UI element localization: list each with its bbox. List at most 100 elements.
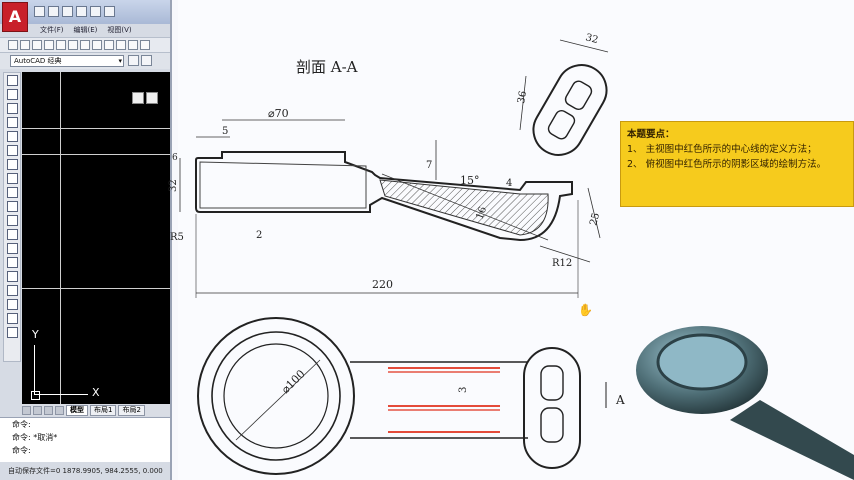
ellipse-icon[interactable] <box>7 201 18 212</box>
spline-icon[interactable] <box>7 187 18 198</box>
ucs-y-axis <box>34 345 35 395</box>
menu-view[interactable]: 视图(V) <box>107 26 132 34</box>
tab-nav-first[interactable] <box>22 405 31 415</box>
viewport-icon[interactable] <box>132 92 144 104</box>
menu-file[interactable]: 文件(F) <box>40 26 64 34</box>
save-icon[interactable] <box>62 6 73 17</box>
slot-hole-upper <box>564 80 593 111</box>
menu-edit[interactable]: 编辑(E) <box>73 26 98 34</box>
polyline-icon[interactable] <box>7 103 18 114</box>
grid-line <box>60 72 61 404</box>
open-icon[interactable] <box>20 40 30 50</box>
construction-line-icon[interactable] <box>7 89 18 100</box>
menu-bar: 文件(F) 编辑(E) 视图(V) <box>30 24 170 36</box>
dim-line-100 <box>235 359 321 441</box>
save-icon[interactable] <box>32 40 42 50</box>
gear-icon[interactable] <box>128 55 139 66</box>
section-title: 剖面 A-A <box>296 58 358 76</box>
section-outline <box>195 151 573 242</box>
publish-icon[interactable] <box>68 40 78 50</box>
cup-inner-wall <box>199 161 367 209</box>
dim-r12-label: R12 <box>552 258 572 269</box>
circle-icon[interactable] <box>7 159 18 170</box>
line-icon[interactable] <box>7 75 18 86</box>
open-icon[interactable] <box>48 6 59 17</box>
slot-end-hole-upper <box>540 365 564 401</box>
tab-nav-next[interactable] <box>44 405 53 415</box>
hatch-icon[interactable] <box>7 271 18 282</box>
render-arm <box>730 400 854 480</box>
dim-32-top-label: 32 <box>584 32 599 46</box>
copy-icon[interactable] <box>104 40 114 50</box>
print-icon[interactable] <box>44 40 54 50</box>
hatched-arm <box>379 179 549 236</box>
note-item: 1、 主视图中红色所示的中心线的定义方法； <box>627 144 817 155</box>
dim-25-label: 25 <box>588 212 602 227</box>
viewport-icon[interactable] <box>146 92 158 104</box>
mtext-icon[interactable] <box>7 327 18 338</box>
undo-icon[interactable] <box>140 40 150 50</box>
command-history-line: 命令: *取消* <box>12 433 58 442</box>
polygon-icon[interactable] <box>7 117 18 128</box>
ellipse-arc-icon[interactable] <box>7 215 18 226</box>
tab-layout2[interactable]: 布局2 <box>118 404 145 416</box>
print-icon[interactable] <box>104 6 115 17</box>
tab-nav-prev[interactable] <box>33 405 42 415</box>
dim-220-label: 220 <box>372 278 393 291</box>
redo-icon[interactable] <box>90 6 101 17</box>
grid-line <box>22 288 170 289</box>
rectangle-icon[interactable] <box>7 131 18 142</box>
dim-2-label: 2 <box>256 230 262 241</box>
dim-5-label: 5 <box>222 126 228 137</box>
dim-4-label: 4 <box>506 178 512 189</box>
command-input[interactable]: 命令: <box>12 446 31 455</box>
undo-icon[interactable] <box>76 6 87 17</box>
top-view-bore-circle <box>223 343 329 449</box>
draw-toolbar <box>3 72 21 362</box>
dim-3-label: 3 <box>458 387 469 393</box>
gradient-icon[interactable] <box>7 285 18 296</box>
status-bar: 自动保存文件=0 1878.9905, 984.2555, 0.000 <box>0 462 170 480</box>
dim-7-label: 7 <box>426 160 432 171</box>
arm-centerline <box>381 173 549 241</box>
workspace-bar: AutoCAD 经典 ▾ <box>0 53 170 69</box>
key-points-note: 本题要点： 1、 主视图中红色所示的中心线的定义方法； 2、 俯视图中红色所示的… <box>620 121 854 207</box>
insert-block-icon[interactable] <box>7 229 18 240</box>
paste-icon[interactable] <box>116 40 126 50</box>
slot-end-hole-lower <box>540 407 564 443</box>
hand-cursor-icon: ✋ <box>578 303 593 317</box>
make-block-icon[interactable] <box>7 243 18 254</box>
model-space-canvas[interactable]: Y X <box>22 72 170 404</box>
autocad-logo-button[interactable]: A <box>2 2 28 32</box>
tab-nav-last[interactable] <box>55 405 64 415</box>
point-icon[interactable] <box>7 257 18 268</box>
table-icon[interactable] <box>7 313 18 324</box>
top-view-outer-circle <box>197 317 355 475</box>
command-window[interactable]: 命令: 命令: *取消* 命令: <box>0 417 170 462</box>
revcloud-icon[interactable] <box>7 173 18 184</box>
dim-line-32-top <box>559 39 609 53</box>
arc-icon[interactable] <box>7 145 18 156</box>
workspace-label: AutoCAD 经典 <box>14 57 62 65</box>
workspace-select[interactable]: AutoCAD 经典 ▾ <box>10 55 124 67</box>
render-bore <box>656 333 748 391</box>
new-icon[interactable] <box>8 40 18 50</box>
cut-icon[interactable] <box>92 40 102 50</box>
ucs-origin-icon <box>31 391 40 400</box>
toolbar-icon[interactable] <box>141 55 152 66</box>
preview-icon[interactable] <box>56 40 66 50</box>
dim-70-label: ⌀70 <box>268 107 289 120</box>
region-icon[interactable] <box>7 299 18 310</box>
tab-layout1[interactable]: 布局1 <box>90 404 117 416</box>
3d-icon[interactable] <box>80 40 90 50</box>
autocad-window: A 文件(F) 编辑(E) 视图(V) AutoCAD 经典 ▾ <box>0 0 172 480</box>
new-icon[interactable] <box>34 6 45 17</box>
dim-100-label: ⌀100 <box>279 367 308 396</box>
top-view-inner-circle <box>211 331 341 461</box>
tab-model[interactable]: 模型 <box>66 404 88 416</box>
dim-32-left-label: 32 <box>168 179 179 192</box>
match-icon[interactable] <box>128 40 138 50</box>
chevron-down-icon: ▾ <box>118 57 122 65</box>
note-heading: 本题要点： <box>627 129 675 140</box>
